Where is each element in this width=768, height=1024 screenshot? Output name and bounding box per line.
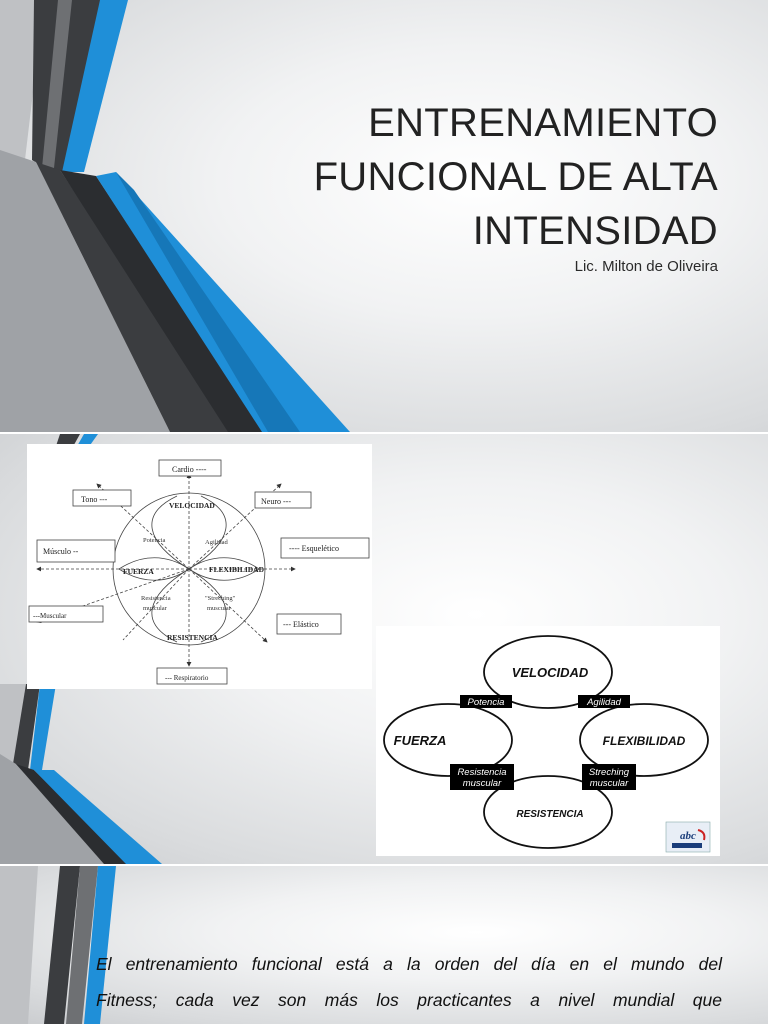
circle-label-flexibilidad: FLEXIBILIDAD — [209, 565, 265, 574]
body-paragraph: El entrenamiento funcional está a la ord… — [96, 946, 722, 1018]
fitness-qualities-oval-diagram: VELOCIDAD FUERZA FLEXIBILIDAD RESISTENCI… — [376, 626, 720, 856]
title-line: ENTRENAMIENTO — [368, 101, 718, 145]
circle-sub-streching: "Streching" — [205, 595, 236, 602]
tag-muscular: muscular — [463, 778, 502, 789]
box-muscular: ---Muscular — [33, 612, 67, 620]
body-line: El entrenamiento funcional está a la ord… — [96, 954, 722, 974]
oval-label-velocidad: VELOCIDAD — [512, 665, 589, 680]
tag-potencia: Potencia — [468, 697, 505, 708]
tag-agilidad-bg — [578, 695, 630, 708]
fitness-qualities-sketch-diagram: Cardio ---- Tono --- Neuro --- Músculo -… — [27, 444, 372, 689]
box-esqueletico: ---- Esquelético — [289, 544, 339, 553]
body-line: Fitness; cada vez son más los practicant… — [96, 990, 722, 1010]
oval-resistencia — [483, 775, 613, 849]
circle-label-resistencia: RESISTENCIA — [167, 633, 218, 642]
presentation-subtitle: Lic. Milton de Oliveira — [574, 258, 718, 275]
oval-label-resistencia: RESISTENCIA — [516, 809, 583, 820]
circle-sub-potencia: Potencia — [143, 537, 165, 544]
logo-text: abc — [680, 830, 696, 842]
circle-sub-muscular: muscular — [143, 605, 168, 612]
box-neuro: Neuro --- — [261, 497, 291, 506]
oval-label-fuerza: FUERZA — [394, 733, 447, 748]
oval-flexibilidad — [579, 703, 709, 777]
title-line: FUNCIONAL DE ALTA — [313, 155, 718, 199]
text-slide: El entrenamiento funcional está a la ord… — [0, 866, 768, 1024]
tag-muscular-2: muscular — [590, 778, 629, 789]
tag-resistencia: Resistencia — [457, 767, 506, 778]
oval-fuerza — [383, 703, 513, 777]
tag-streching-muscular-bg — [582, 764, 636, 790]
abc-logo: abc — [665, 821, 711, 853]
circle-sub-agilidad: Agilidad — [205, 539, 228, 546]
decorative-bands — [0, 0, 350, 432]
oval-diagram-canvas: VELOCIDAD FUERZA FLEXIBILIDAD RESISTENCI… — [383, 635, 711, 853]
diagram-slide: Cardio ---- Tono --- Neuro --- Músculo -… — [0, 434, 768, 864]
circle-sub-resistencia: Resistencia — [141, 595, 171, 602]
oval-label-flexibilidad: FLEXIBILIDAD — [603, 734, 686, 748]
circle-label-fuerza: FUERZA — [123, 567, 154, 576]
box-musculo: Músculo -- — [43, 547, 79, 556]
decorative-bands — [0, 866, 116, 1024]
box-tono: Tono --- — [81, 495, 108, 504]
title-slide: ENTRENAMIENTO FUNCIONAL DE ALTA INTENSID… — [0, 0, 768, 432]
tag-streching: Streching — [589, 767, 630, 778]
title-line: INTENSIDAD — [472, 209, 718, 253]
box-cardio: Cardio ---- — [172, 465, 207, 474]
tag-agilidad: Agilidad — [586, 697, 622, 708]
circle-sub-muscular-2: muscular — [207, 605, 232, 612]
sketch-diagram-canvas: Cardio ---- Tono --- Neuro --- Músculo -… — [28, 459, 370, 685]
box-elastico: --- Elástico — [283, 620, 319, 629]
tag-potencia-bg — [460, 695, 512, 708]
tag-resistencia-muscular-bg — [450, 764, 514, 790]
circle-label-velocidad: VELOCIDAD — [169, 501, 215, 510]
presentation-title: ENTRENAMIENTO FUNCIONAL DE ALTA INTENSID… — [258, 96, 718, 258]
box-respiratorio: --- Respiratorio — [165, 674, 209, 682]
oval-velocidad — [483, 635, 613, 709]
